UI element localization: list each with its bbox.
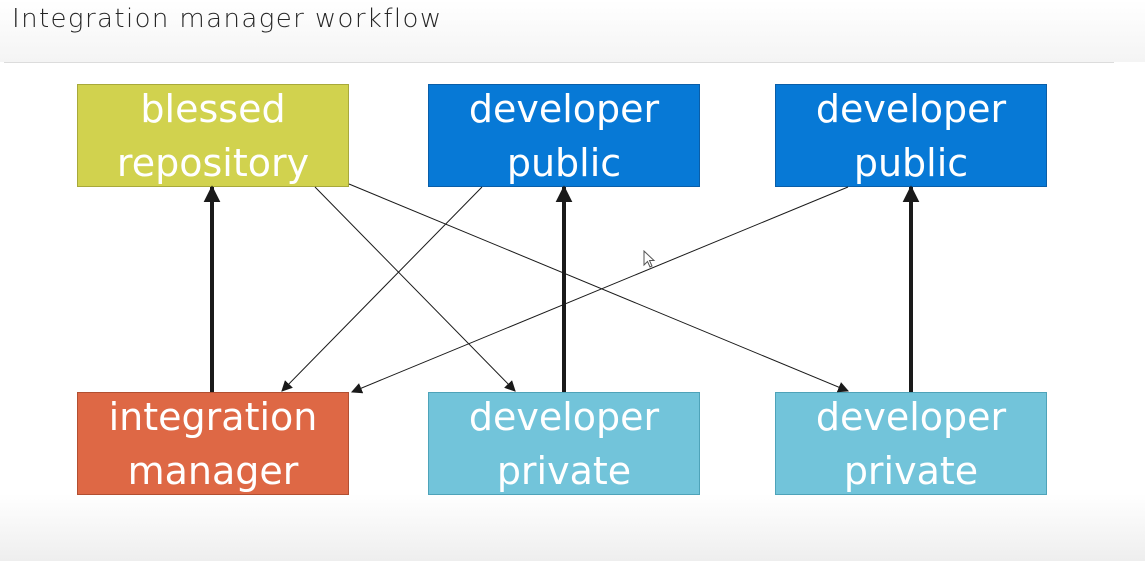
arrow-public2-to-integration bbox=[350, 186, 849, 394]
title-bar: Integration manager workflow bbox=[0, 0, 1145, 62]
node-dev-private-1-line2: private bbox=[496, 448, 632, 493]
arrow-blessed-to-private2 bbox=[348, 183, 850, 393]
node-developer-public-2: developer public bbox=[775, 84, 1047, 187]
node-integration-manager: integration manager bbox=[77, 392, 349, 495]
node-developer-private-1: developer private bbox=[428, 392, 700, 495]
node-dev-public-1-line2: public bbox=[506, 140, 622, 185]
node-blessed-line2: repository bbox=[116, 140, 310, 185]
node-integration-line2: manager bbox=[127, 448, 299, 493]
arrow-public1-to-integration bbox=[281, 186, 483, 392]
node-dev-private-1-line1: developer bbox=[468, 394, 660, 439]
node-dev-private-2-line1: developer bbox=[815, 394, 1007, 439]
node-developer-private-2: developer private bbox=[775, 392, 1047, 495]
node-dev-public-2-line1: developer bbox=[815, 86, 1007, 131]
node-developer-public-1: developer public bbox=[428, 84, 700, 187]
mouse-pointer-icon bbox=[643, 250, 656, 268]
node-dev-public-2-line2: public bbox=[853, 140, 969, 185]
title-divider bbox=[4, 62, 1114, 63]
node-blessed-line1: blessed bbox=[140, 86, 286, 131]
node-integration-line1: integration bbox=[108, 394, 318, 439]
node-blessed-repository: blessed repository bbox=[77, 84, 349, 187]
arrow-blessed-to-private1 bbox=[314, 186, 516, 392]
node-dev-private-2-line2: private bbox=[843, 448, 979, 493]
node-dev-public-1-line1: developer bbox=[468, 86, 660, 131]
slide-title: Integration manager workflow bbox=[12, 4, 443, 34]
